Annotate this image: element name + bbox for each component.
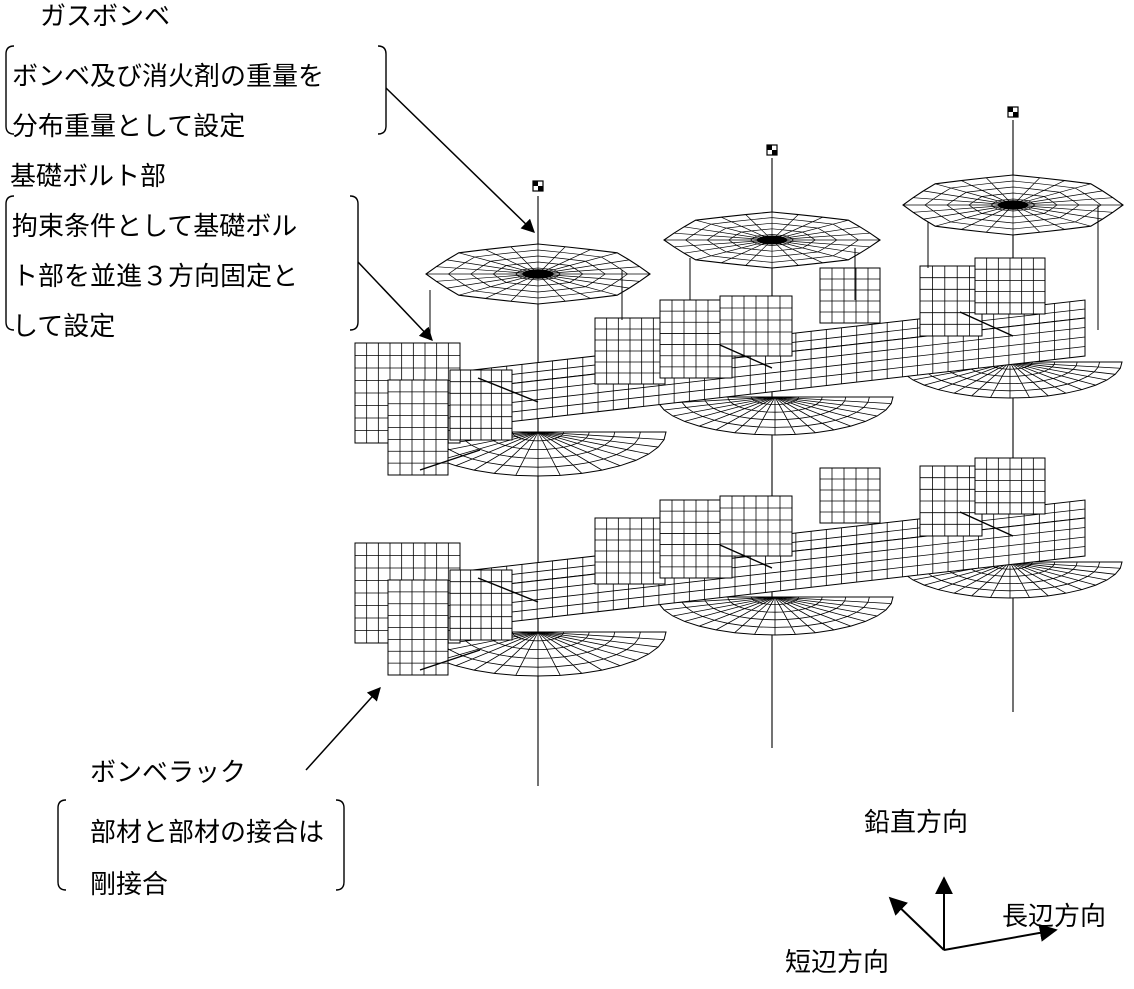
node-marker-1	[532, 180, 544, 192]
axis-label-long-side: 長辺方向	[1002, 902, 1107, 932]
gas-cylinder-bracket	[5, 45, 387, 135]
bay-panel-lower-3	[919, 465, 983, 537]
gas-cylinder-title: ガスボンベ	[40, 2, 171, 32]
anchor-bolt-note-line3: して設定	[12, 312, 116, 342]
node-marker-3	[1007, 106, 1019, 118]
end-frame-upper-2	[594, 317, 666, 385]
end-frame-lower-2	[594, 517, 666, 585]
leader-arrows	[305, 87, 535, 771]
anchor-bolt-note-line1: 拘束条件として基礎ボル	[12, 212, 298, 242]
cylinder-rack-bracket	[57, 799, 345, 891]
base-plate-lower-2	[656, 596, 894, 636]
cylinder-rack-title: ボンベラック	[90, 758, 247, 788]
bay-panel-lower-1	[449, 569, 513, 641]
bay-panel-lower-2	[659, 499, 733, 579]
end-frame-lower-3	[819, 467, 881, 524]
axis-label-short-side: 短辺方向	[785, 948, 890, 978]
bay-panel-upper-1	[449, 369, 513, 441]
end-post-upper-1	[387, 379, 449, 476]
end-frame-upper-3	[819, 267, 881, 324]
gusset-lines-lower	[419, 511, 1014, 671]
cylinder-rack-note-line2: 剛接合	[90, 870, 169, 900]
gusset-lines-upper	[419, 311, 1014, 471]
top-panel-lower-2	[719, 495, 793, 557]
top-panel-lower-3	[974, 457, 1046, 515]
cylinder-cap-1	[425, 243, 651, 305]
gas-cylinder-note-line1: ボンベ及び消火剤の重量を	[12, 62, 325, 92]
direction-axes	[888, 876, 1058, 951]
bay-panel-upper-3	[919, 265, 983, 337]
cap-hanger-lines	[429, 205, 1099, 340]
end-post-lower-1	[387, 579, 449, 676]
anchor-bolt-note-line2: ト部を並進３方向固定と	[12, 262, 299, 292]
cylinder-cap-2	[663, 211, 881, 269]
anchor-bolt-title: 基礎ボルト部	[10, 162, 167, 192]
cylinder-rack-note-line1: 部材と部材の接合は	[90, 818, 325, 848]
base-plate-upper-2	[656, 396, 894, 436]
axis-label-vertical: 鉛直方向	[864, 808, 969, 838]
top-panel-upper-3	[974, 257, 1046, 315]
node-marker-2	[766, 144, 778, 156]
bay-panel-upper-2	[659, 299, 733, 379]
gas-cylinder-note-line2: 分布重量として設定	[12, 112, 246, 142]
base-plate-lower-1	[409, 631, 667, 677]
cylinder-cap-3	[902, 174, 1124, 236]
top-panel-upper-2	[719, 295, 793, 357]
